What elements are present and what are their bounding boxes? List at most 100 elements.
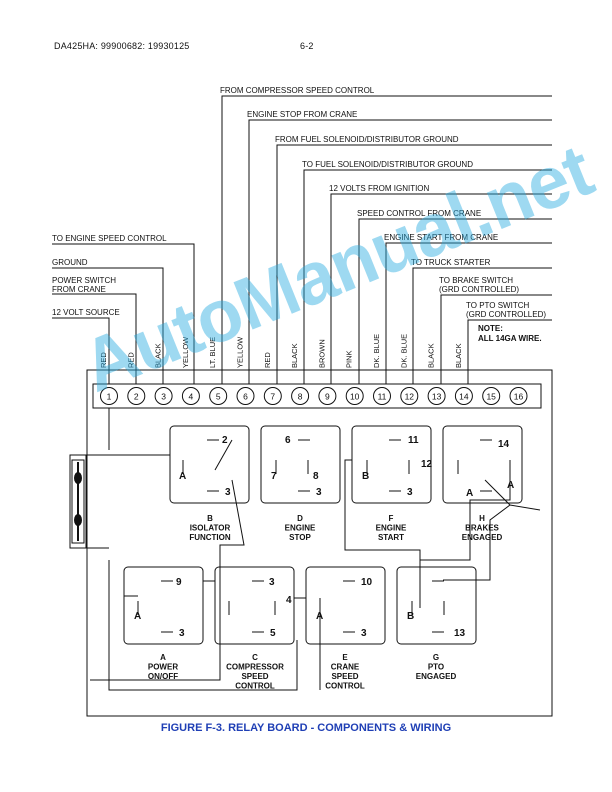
wire-11 [385, 242, 552, 384]
wire-color-6: YELLOW [236, 336, 245, 368]
terminal-label-15: 15 [486, 392, 496, 402]
wire-color-13: BLACK [427, 343, 436, 368]
relay-h-name-2: ENGAGED [462, 533, 503, 542]
wire-color-8: BLACK [290, 343, 299, 368]
relay-f-pin-b: B [362, 471, 369, 482]
terminal-label-10: 10 [350, 392, 360, 402]
relay-g-pin-b: B [407, 611, 414, 622]
wire-color-14: BLACK [454, 343, 463, 368]
relay-f-pin-11: 11 [408, 435, 419, 446]
terminal-label-14: 14 [459, 392, 469, 402]
relay-d-box [260, 425, 341, 504]
relay-d-pin-6: 6 [285, 435, 291, 446]
wire-color-10: PINK [345, 350, 354, 368]
terminal-4 [181, 387, 200, 405]
label-to-fuel-solenoid-ground: TO FUEL SOLENOID/DISTRIBUTOR GROUND [302, 160, 473, 169]
wire-9 [330, 193, 552, 384]
terminal-label-7: 7 [270, 392, 275, 402]
document-id: DA425HA: 99900682: 19930125 [54, 41, 190, 51]
label-power-switch: POWER SWITCH [52, 276, 116, 285]
wire-8 [303, 169, 552, 384]
relay-b-name-2: FUNCTION [189, 533, 231, 542]
relay-e-pin-3: 3 [361, 628, 367, 639]
relay-b-name-1: ISOLATOR [190, 524, 231, 533]
wire-color-4: YELLOW [181, 336, 190, 368]
relay-c-name-1: COMPRESSOR [226, 663, 284, 672]
wire-color-2: RED [126, 352, 135, 368]
terminal-14 [454, 387, 473, 405]
relay-f-box [351, 425, 432, 504]
relay-b-name-0: B [207, 514, 213, 523]
wire-color-11: DK. BLUE [372, 334, 381, 368]
terminal-label-8: 8 [298, 392, 303, 402]
relay-d-name-0: D [297, 514, 303, 523]
relay-name-labels: BISOLATORFUNCTIONDENGINESTOPFENGINESTART… [148, 514, 503, 691]
terminal-9 [318, 387, 337, 405]
wire-1 [52, 317, 110, 384]
wire-10 [358, 218, 552, 384]
relay-d-pin-3: 3 [316, 487, 322, 498]
terminal-6 [236, 387, 255, 405]
relay-c-box [214, 566, 295, 645]
terminal-10 [345, 387, 364, 405]
relay-b-pin-3: 3 [225, 487, 231, 498]
relay-e-name-3: CONTROL [325, 682, 365, 691]
terminal-5 [209, 387, 228, 405]
relay-a-pin-3: 3 [179, 628, 185, 639]
terminal-label-9: 9 [325, 392, 330, 402]
terminal-11 [373, 387, 391, 405]
label-ground: GROUND [52, 258, 88, 267]
relay-c-pin-5: 5 [270, 628, 276, 639]
terminal-label-12: 12 [405, 392, 415, 402]
terminal-1 [100, 387, 118, 405]
relay-g-name-2: ENGAGED [416, 672, 457, 681]
fuse-icon [69, 454, 87, 549]
relay-c-pin-3: 3 [269, 577, 275, 588]
terminal-12 [400, 387, 419, 405]
relay-g-box [396, 566, 477, 645]
wire-3 [52, 267, 164, 384]
wire-4 [52, 243, 195, 384]
label-brake-grd-controlled: (GRD CONTROLLED) [439, 285, 519, 294]
relay-b-pin-a: A [179, 471, 186, 482]
relay-b-pin-2: 2 [222, 435, 228, 446]
terminal-label-16: 16 [514, 392, 524, 402]
wire-14 [467, 319, 552, 384]
relay-a-name-1: POWER [148, 663, 178, 672]
terminal-3 [154, 387, 173, 405]
relay-d-pin-7: 7 [271, 471, 277, 482]
terminal-label-2: 2 [134, 392, 139, 402]
relay-g-name-1: PTO [428, 663, 444, 672]
terminal-label-4: 4 [189, 392, 194, 402]
relay-h-name-1: BRAKES [465, 524, 499, 533]
label-to-engine-speed-control: TO ENGINE SPEED CONTROL [52, 234, 167, 243]
terminal-label-6: 6 [243, 392, 248, 402]
terminal-label-3: 3 [161, 392, 166, 402]
relay-a-name-2: ON/OFF [148, 672, 178, 681]
wire-7 [276, 144, 552, 384]
relay-d-pin-8: 8 [313, 471, 319, 482]
relay-h-pin-14: 14 [498, 439, 510, 450]
wire-color-1: RED [99, 352, 108, 368]
label-to-truck-starter: TO TRUCK STARTER [411, 258, 491, 267]
wire-12 [412, 267, 552, 384]
label-to-brake-switch: TO BRAKE SWITCH [439, 276, 513, 285]
wire-5 [221, 95, 552, 384]
relay-c-name-0: C [252, 653, 258, 662]
relay-e-pin-a: A [316, 611, 323, 622]
label-from-fuel-solenoid-ground: FROM FUEL SOLENOID/DISTRIBUTOR GROUND [275, 135, 459, 144]
terminal-label-11: 11 [378, 392, 387, 402]
wire-color-3: BLACK [154, 343, 163, 368]
relay-h-pin-a-right: A [507, 480, 514, 491]
relay-c-name-2: SPEED [241, 672, 268, 681]
relay-e-name-0: E [342, 653, 348, 662]
relay-c-pin-4: 4 [286, 595, 292, 606]
label-pto-grd-controlled: (GRD CONTROLLED) [466, 310, 546, 319]
relay-g-pin-13: 13 [454, 628, 466, 639]
terminal-7 [263, 387, 282, 405]
relay-d-name-1: ENGINE [285, 524, 316, 533]
relay-a-box [123, 566, 204, 645]
label-12-volt-source: 12 VOLT SOURCE [52, 308, 120, 317]
